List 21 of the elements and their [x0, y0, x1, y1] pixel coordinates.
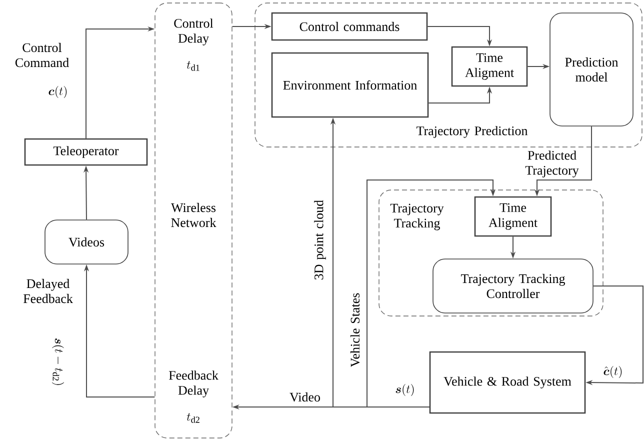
edge-label: Delayed Feedback [23, 278, 73, 304]
process-box: Teleoperator [24, 138, 148, 166]
arrow [366, 180, 496, 408]
process-box: Vehicle & Road System [429, 351, 586, 414]
process-box: Control commands [271, 12, 428, 41]
signal-label: $\boldsymbol{s}(t-t_{\mathrm{d2}})$ [52, 338, 64, 385]
process-box: Time Aligment [474, 196, 552, 237]
edge-label: Predicted Trajectory [525, 150, 579, 178]
process-box: Time Aligment [451, 46, 528, 87]
edge-label: Vehicle States [350, 293, 360, 368]
rounded-box: Videos [44, 220, 128, 264]
edge-label: 3D point cloud [314, 200, 326, 280]
edge-label: $\hat{\boldsymbol{c}}(t)$ [604, 366, 622, 378]
edge-label: Video [290, 392, 320, 402]
process-box: Environment Information [271, 52, 429, 118]
signal-label: $\boldsymbol{c}(t)$ [48, 86, 67, 98]
signal-label: $\boldsymbol{s}(t)$ [396, 384, 414, 396]
network-region: Control Delay $t_{\mathrm{d1}}$ Wireless Network Feedback Delay $t_{\mathrm{d2}}$ [154, 2, 232, 438]
edge-label: Control Command [15, 42, 69, 68]
rounded-box: Trajectory Tracking Controller [432, 258, 594, 314]
rounded-box: Prediction model [550, 12, 634, 126]
